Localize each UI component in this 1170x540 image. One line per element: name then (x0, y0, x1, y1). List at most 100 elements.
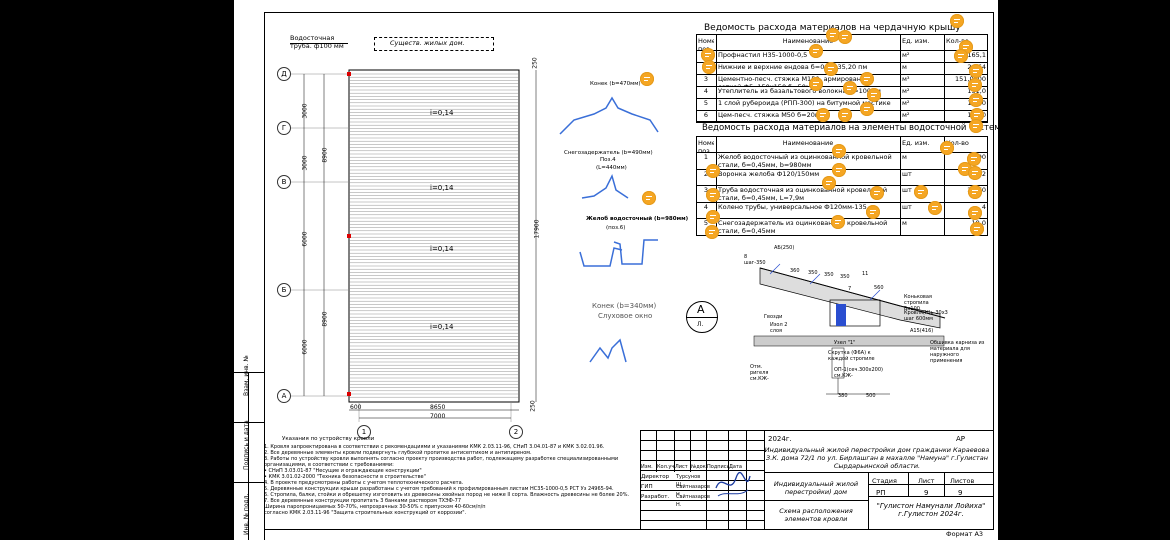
comment-bubble-icon[interactable] (705, 225, 719, 239)
comment-bubble-icon[interactable] (706, 210, 720, 224)
table-cell: м (902, 153, 907, 161)
drainpipe-label: Водосточная труба. ф100 мм (290, 34, 344, 50)
table-header-cell: Наименование (782, 139, 834, 147)
axis-marker-a: А (277, 389, 291, 403)
comment-bubble-icon[interactable] (826, 28, 840, 42)
drawing-sheet: Взам. инв. № Подпись и дата Инв. № подл.… (234, 0, 1007, 540)
axis-marker-1: 1 (357, 425, 371, 439)
section-label: Изол 2 слоя (770, 322, 788, 334)
dormer-label: Слуховое окно (598, 312, 653, 320)
slope-label: i=0,14 (430, 245, 454, 253)
comment-bubble-icon[interactable] (866, 205, 880, 219)
comment-bubble-icon[interactable] (702, 60, 716, 74)
stamp-stage: РП (876, 489, 886, 497)
comment-bubble-icon[interactable] (968, 206, 982, 220)
roof-plan (288, 69, 537, 422)
table-cell: шт (902, 169, 912, 178)
table-cell: 2 (981, 169, 986, 178)
comment-bubble-icon[interactable] (867, 88, 881, 102)
node-marker-divider (686, 317, 718, 318)
comment-bubble-icon[interactable] (822, 176, 836, 190)
table-cell: м (902, 219, 907, 227)
table-header-cell: Ед. изм. (902, 37, 930, 45)
materials-table-drain (696, 136, 988, 236)
table-cell: Нижние и верхние ендова б=0,7м 35,20 пм (718, 63, 868, 71)
title-block-line (640, 500, 764, 501)
title-block-line (746, 430, 747, 530)
table-grid-line (696, 122, 988, 123)
note-line: • КМК 3.01.02-2000 "Техника безопасности… (264, 474, 426, 480)
comment-bubble-icon[interactable] (824, 62, 838, 76)
comment-bubble-icon[interactable] (970, 222, 984, 236)
section-label: ОП-1(сеч.300х200) см.КЖ- (834, 367, 883, 379)
comment-bubble-icon[interactable] (838, 30, 852, 44)
comment-bubble-icon[interactable] (914, 185, 928, 199)
table-cell: Желоб водосточный из оцинкованной кровел… (718, 153, 892, 169)
title-block-line (908, 472, 909, 496)
table-cell: Профнастил Н35-1000-0,5 (718, 51, 808, 59)
snow-guard-pos: Поз.4 (600, 157, 616, 163)
table-grid-line (900, 34, 901, 122)
comment-bubble-icon[interactable] (928, 201, 942, 215)
comment-bubble-icon[interactable] (809, 44, 823, 58)
comment-bubble-icon[interactable] (954, 49, 968, 63)
comment-bubble-icon[interactable] (832, 144, 846, 158)
table-cell: 1 слой рубероида (РПП-300) на битумной м… (718, 99, 891, 107)
stamp-project: Индивидуальный жилой перестройки дом гра… (764, 446, 990, 470)
stamp-code: 2024г. (768, 435, 792, 443)
comment-bubble-icon[interactable] (950, 14, 964, 28)
section-label: 7 (848, 286, 852, 292)
table-cell: 3 (703, 186, 709, 194)
comment-bubble-icon[interactable] (706, 188, 720, 202)
table-grid-line (696, 201, 988, 203)
title-block-line (640, 480, 764, 481)
comment-bubble-icon[interactable] (843, 81, 857, 95)
leader-line (290, 43, 348, 44)
dim-bottom-inner: 8650 (430, 404, 446, 411)
slope-label: i=0,14 (430, 184, 454, 192)
comment-bubble-icon[interactable] (832, 163, 846, 177)
title-block-line (656, 430, 657, 472)
comment-bubble-icon[interactable] (968, 166, 982, 180)
table-cell: м² (902, 99, 910, 107)
section-label: 500 (866, 393, 876, 399)
comment-bubble-icon[interactable] (870, 186, 884, 200)
title-block-line (764, 472, 994, 473)
comment-bubble-icon[interactable] (968, 185, 982, 199)
table-grid-line (696, 185, 988, 186)
comment-bubble-icon[interactable] (860, 102, 874, 116)
table-cell: 6 (703, 111, 709, 119)
section-label: Узел "1" (834, 340, 856, 346)
table-grid-line (696, 74, 988, 75)
comment-bubble-icon[interactable] (860, 72, 874, 86)
side-stamp-sign: Подпись и дата (243, 420, 250, 470)
comment-bubble-icon[interactable] (640, 72, 654, 86)
comment-bubble-icon[interactable] (816, 108, 830, 122)
note-line: 6. Стропила, балки, стойки и обрешетку и… (264, 492, 630, 498)
comment-bubble-icon[interactable] (970, 108, 984, 122)
section-label: 350 (840, 274, 850, 280)
comment-bubble-icon[interactable] (838, 108, 852, 122)
dim-bottom-right: 250 (529, 400, 537, 412)
comment-bubble-icon[interactable] (967, 152, 981, 166)
gutter-pos: (поз.6) (606, 225, 626, 231)
axis-marker-v: В (277, 175, 291, 189)
side-strip-line (248, 372, 249, 540)
comment-bubble-icon[interactable] (969, 64, 983, 78)
comment-bubble-icon[interactable] (706, 164, 720, 178)
comment-bubble-icon[interactable] (831, 215, 845, 229)
comment-bubble-icon[interactable] (809, 77, 823, 91)
title-block-line (640, 440, 764, 441)
table-header-cell: Наименование (782, 37, 834, 45)
comment-bubble-icon[interactable] (701, 48, 715, 62)
comment-bubble-icon[interactable] (969, 93, 983, 107)
table-cell: 4 (703, 87, 709, 95)
table-cell: Труба водосточная из оцинкованной кровел… (718, 186, 888, 202)
table-grid-line (696, 62, 988, 63)
comment-bubble-icon[interactable] (968, 78, 982, 92)
dim-bottom-total: 7000 (430, 413, 446, 420)
comment-bubble-icon[interactable] (969, 119, 983, 133)
comment-bubble-icon[interactable] (940, 141, 954, 155)
comment-bubble-icon[interactable] (642, 191, 656, 205)
table-header-cell: Номер поз. (698, 139, 714, 155)
